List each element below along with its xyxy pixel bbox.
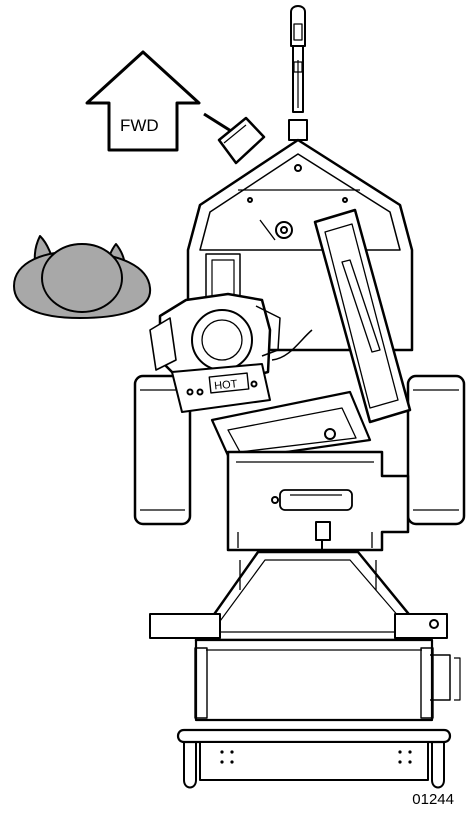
remote-control-icon bbox=[203, 112, 266, 165]
figure-number: 01244 bbox=[412, 791, 454, 808]
tow-handle bbox=[288, 5, 308, 141]
muffler: HOT bbox=[171, 363, 271, 413]
tilted-tank bbox=[313, 208, 412, 424]
hot-warning-label bbox=[208, 372, 250, 394]
forward-arrow-icon: FWD bbox=[85, 50, 201, 152]
engine bbox=[149, 292, 313, 382]
side-step-plates bbox=[149, 613, 448, 639]
rear-handle-bar bbox=[176, 728, 452, 789]
direction-label: FWD bbox=[120, 116, 159, 135]
chassis-frame bbox=[226, 450, 410, 552]
rear-frame bbox=[194, 638, 461, 722]
pump-housing bbox=[210, 390, 372, 462]
operator-head-icon bbox=[13, 235, 152, 319]
hot-label-text: HOT bbox=[214, 378, 239, 392]
right-wheel bbox=[406, 374, 466, 526]
